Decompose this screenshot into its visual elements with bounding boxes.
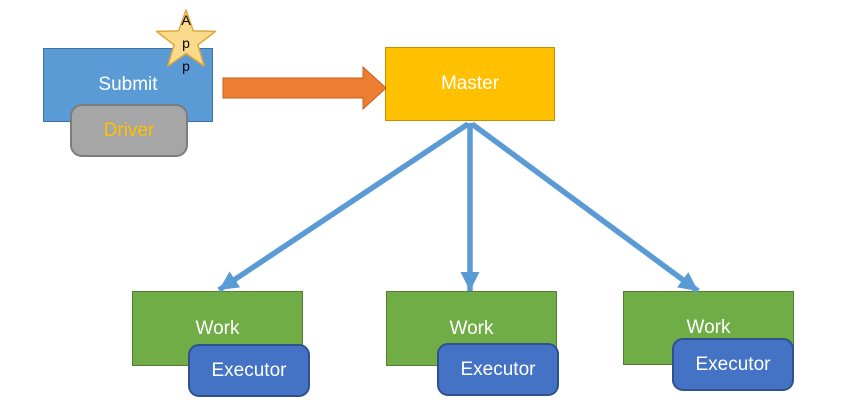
- app-letter-p1: p: [182, 35, 190, 51]
- worker-label: Work: [449, 317, 494, 339]
- executor-node-1: Executor: [188, 344, 310, 397]
- worker-label: Work: [686, 317, 731, 338]
- executor-label: Executor: [211, 359, 287, 381]
- master-to-worker1-arrow: [217, 121, 470, 293]
- driver-node: Driver: [70, 104, 188, 157]
- app-letter-p2: p: [182, 58, 190, 74]
- worker-label: Work: [195, 317, 240, 339]
- executor-label: Executor: [460, 358, 536, 380]
- app-star-text: A p p: [177, 9, 195, 78]
- master-node: Master: [385, 47, 555, 121]
- submit-label: Submit: [98, 74, 158, 95]
- driver-label: Driver: [103, 119, 155, 141]
- app-star-icon: [155, 9, 217, 67]
- master-to-worker3-arrow: [470, 121, 700, 294]
- star-shape: [155, 9, 217, 67]
- executor-node-3: Executor: [672, 338, 794, 391]
- app-letter-a: A: [181, 12, 191, 28]
- executor-label: Executor: [695, 353, 771, 375]
- executor-node-2: Executor: [437, 343, 559, 396]
- submit-to-master-arrow: [222, 65, 387, 111]
- master-label: Master: [440, 73, 500, 94]
